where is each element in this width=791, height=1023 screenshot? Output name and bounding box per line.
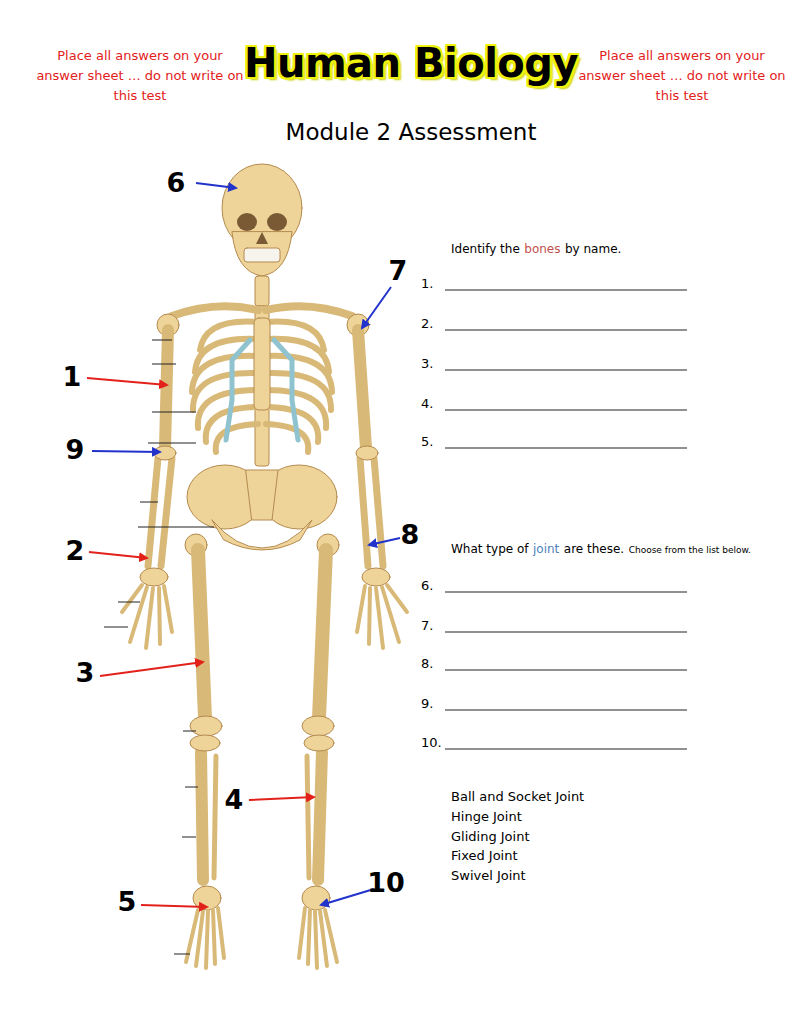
worksheet-title: Human Biology bbox=[244, 38, 578, 88]
question-heading: What type of joint are these. Choose from t… bbox=[451, 542, 751, 557]
heading-part: are these. bbox=[564, 542, 624, 557]
joint-choice: Swivel Joint bbox=[451, 868, 526, 884]
instruction-note: Place all answers on your answer sheet …… bbox=[35, 46, 245, 106]
question-number: 3. bbox=[421, 356, 433, 372]
callout-number: 5 bbox=[118, 885, 137, 919]
heading-part: What type of bbox=[451, 542, 529, 557]
callout-number: 3 bbox=[76, 656, 95, 690]
question-number: 5. bbox=[421, 434, 433, 450]
callout-number: 1 bbox=[63, 360, 82, 394]
joint-choice: Fixed Joint bbox=[451, 848, 518, 864]
question-number: 8. bbox=[421, 656, 433, 672]
heading-part: Identify the bbox=[451, 242, 520, 257]
question-number: 9. bbox=[421, 696, 433, 712]
heading-part: Choose from the list below. bbox=[629, 545, 751, 556]
callout-number: 2 bbox=[66, 534, 85, 568]
module-subtitle: Module 2 Assessment bbox=[286, 118, 537, 147]
heading-part: bones bbox=[524, 242, 560, 257]
question-number: 2. bbox=[421, 316, 433, 332]
joint-choice: Hinge Joint bbox=[451, 809, 522, 825]
callout-number: 9 bbox=[66, 433, 85, 467]
question-number: 4. bbox=[421, 396, 433, 412]
callout-number: 6 bbox=[167, 166, 186, 200]
callout-number: 8 bbox=[401, 518, 420, 552]
callout-number: 10 bbox=[367, 866, 405, 900]
instruction-note: Place all answers on your answer sheet …… bbox=[577, 46, 787, 106]
question-number: 7. bbox=[421, 618, 433, 634]
question-number: 10. bbox=[421, 735, 442, 751]
callout-number: 4 bbox=[225, 783, 244, 817]
question-number: 1. bbox=[421, 276, 433, 292]
callout-number: 7 bbox=[389, 254, 408, 288]
heading-part: joint bbox=[533, 542, 559, 557]
question-number: 6. bbox=[421, 578, 433, 594]
heading-part: by name. bbox=[565, 242, 621, 257]
joint-choice: Ball and Socket Joint bbox=[451, 789, 584, 805]
joint-choice: Gliding Joint bbox=[451, 829, 530, 845]
question-heading: Identify the bones by name. bbox=[451, 242, 621, 257]
